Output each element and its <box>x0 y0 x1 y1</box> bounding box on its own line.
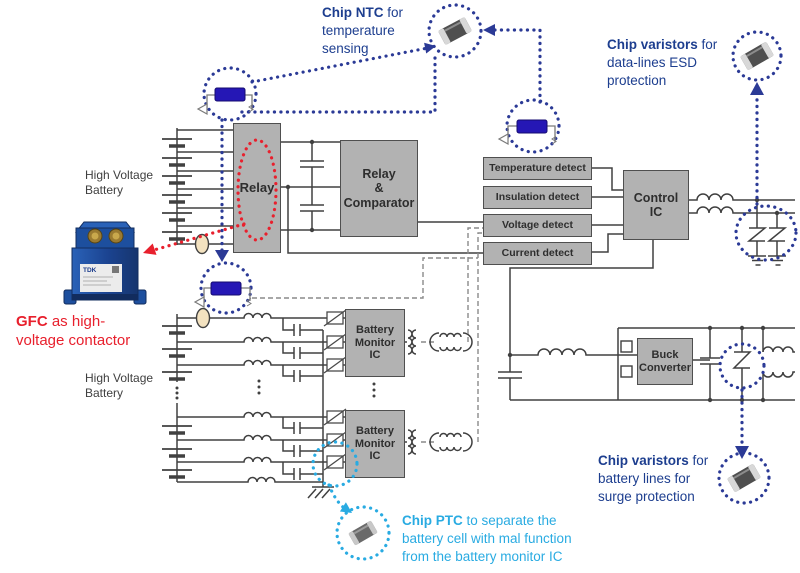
dashed-comm-lines <box>252 227 483 442</box>
temperature-detect-label: Temperature detect <box>489 162 586 175</box>
annotation-chip-varistors-data: Chip varistors for data-lines ESD protec… <box>607 37 718 88</box>
current-detect-box: Current detect <box>483 242 592 265</box>
temperature-detect-box: Temperature detect <box>483 157 592 180</box>
ptc-symbols <box>323 309 347 471</box>
annotation-chip-ntc: Chip NTC for temperature sensing <box>322 5 404 56</box>
annotation-chip-ptc: Chip PTC to separate the battery cell wi… <box>402 513 572 564</box>
buck-converter-label: Buck Converter <box>639 348 691 374</box>
hv-battery-label-bottom: High Voltage Battery <box>85 371 154 400</box>
ptc-symbol <box>323 431 347 449</box>
ptc-symbol <box>323 453 347 471</box>
battery-monitor-ic-box-2: Battery Monitor IC <box>345 410 405 478</box>
top-battery-stack <box>162 128 233 255</box>
varistor-symbol <box>732 328 752 400</box>
battery-monitor-ic-label: Battery Monitor IC <box>354 324 396 362</box>
isolation-transformer-bottom <box>402 429 473 455</box>
isolation-transformer-top <box>403 329 473 355</box>
varistor-symbol <box>766 227 788 256</box>
varistor-symbol <box>746 227 768 256</box>
ptc-symbol <box>323 333 347 351</box>
control-ic-box: Control IC <box>623 170 689 240</box>
insulation-detect-label: Insulation detect <box>495 191 580 204</box>
relay-comparator-label: Relay & Comparator <box>343 166 415 210</box>
annotation-chip-varistors-battery: Chip varistors for battery lines for sur… <box>598 453 709 504</box>
hv-battery-label-top: High Voltage Battery <box>85 168 154 197</box>
relay-output-wires <box>279 139 483 254</box>
ptc-symbol <box>323 356 347 374</box>
ptc-symbol <box>323 408 347 426</box>
voltage-detect-box: Voltage detect <box>483 214 592 237</box>
data-line-filter <box>687 193 795 266</box>
control-ic-label: Control IC <box>633 190 679 219</box>
battery-monitor-ic-label: Battery Monitor IC <box>354 425 396 463</box>
annotation-gfc: GFC as high- voltage contactor <box>16 313 131 349</box>
ptc-symbol <box>323 309 347 327</box>
buck-circuit <box>498 325 795 403</box>
relay-box: Relay <box>233 123 281 253</box>
current-transformer-icon <box>195 307 211 329</box>
insulation-detect-box: Insulation detect <box>483 186 592 209</box>
relay-label: Relay <box>239 179 275 195</box>
relay-comparator-box: Relay & Comparator <box>340 140 418 237</box>
buck-converter-box: Buck Converter <box>637 338 693 385</box>
detect-wires <box>509 167 654 355</box>
battery-monitor-ic-box-1: Battery Monitor IC <box>345 309 405 377</box>
current-transformer-icon <box>194 233 210 255</box>
current-detect-label: Current detect <box>501 247 574 260</box>
voltage-detect-label: Voltage detect <box>502 219 573 232</box>
